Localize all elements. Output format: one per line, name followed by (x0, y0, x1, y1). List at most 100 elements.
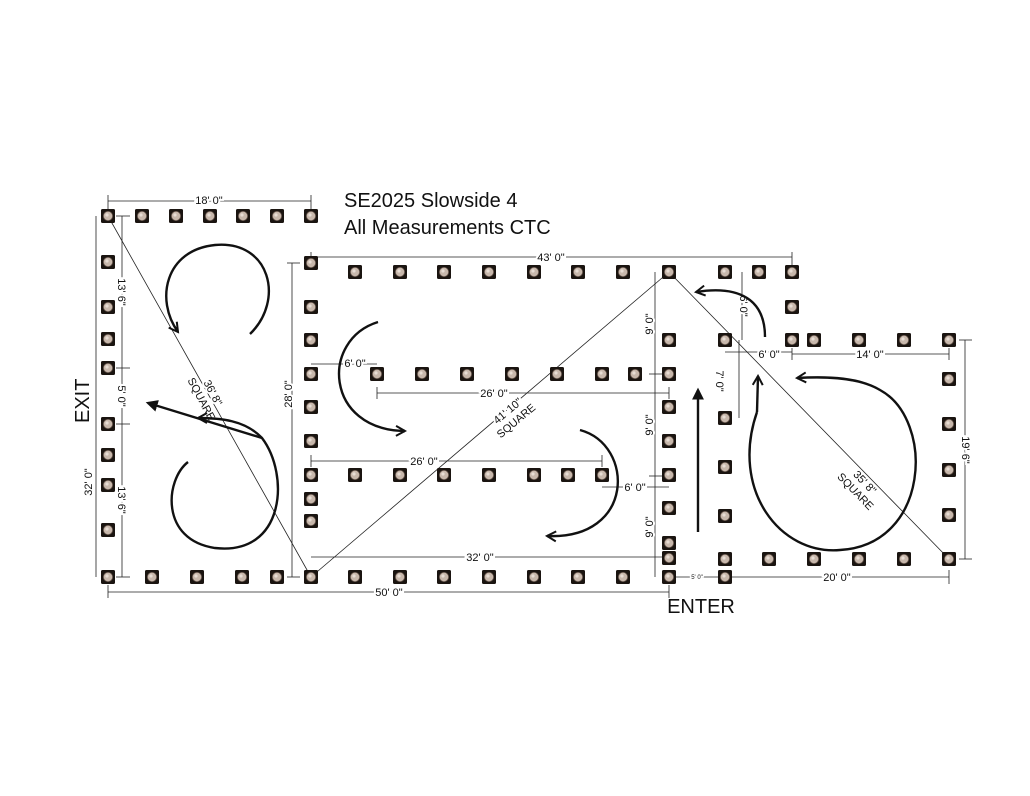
direction-arrow-icon (696, 290, 767, 338)
dim-top-left-width: 18' 0" (195, 195, 223, 207)
cone-marker-icon (482, 265, 496, 279)
cone-marker-icon (718, 570, 732, 584)
cone-marker-icon (437, 265, 451, 279)
cone-marker-icon (807, 333, 821, 347)
cone-marker-icon (807, 552, 821, 566)
cone-marker-icon (101, 209, 115, 223)
dim-offset-right: 6' 0" (624, 482, 645, 494)
direction-arrow-icon (547, 428, 620, 536)
cone-marker-icon (145, 570, 159, 584)
cone-marker-icon (437, 468, 451, 482)
direction-arrow-icon (165, 243, 270, 335)
dim-left-upper: 13' 6" (115, 278, 127, 306)
cone-marker-icon (616, 265, 630, 279)
cone-marker-icon (348, 468, 362, 482)
cone-marker-icon (101, 300, 115, 314)
cone-marker-icon (482, 468, 496, 482)
cone-markers (101, 209, 956, 584)
right-square-label: 35' 8" SQUARE (833, 467, 881, 515)
dim-right-col-1: 9' 0" (644, 313, 656, 334)
cone-marker-icon (762, 552, 776, 566)
cone-marker-icon (942, 552, 956, 566)
dim-right-box-height: 19' 6" (959, 436, 971, 464)
cone-marker-icon (304, 209, 318, 223)
cone-marker-icon (785, 300, 799, 314)
cone-marker-icon (718, 265, 732, 279)
cone-marker-icon (662, 333, 676, 347)
dimension-lines (95, 195, 972, 598)
cone-marker-icon (561, 468, 575, 482)
cone-marker-icon (304, 333, 318, 347)
dim-gap-height: 7' 0" (713, 370, 725, 391)
cone-marker-icon (852, 552, 866, 566)
cone-marker-icon (527, 265, 541, 279)
cone-marker-icon (505, 367, 519, 381)
cone-marker-icon (785, 265, 799, 279)
cone-marker-icon (595, 468, 609, 482)
cone-marker-icon (236, 209, 250, 223)
dim-bottom-total: 50' 0" (375, 587, 403, 599)
diagram-title-line1: SE2025 Slowside 4 (344, 190, 517, 212)
dim-right-col-3: 9' 0" (644, 516, 656, 537)
dim-right-box-width: 14' 0" (856, 349, 884, 361)
cone-marker-icon (304, 300, 318, 314)
cone-marker-icon (304, 570, 318, 584)
cone-marker-icon (571, 570, 585, 584)
cone-marker-icon (628, 367, 642, 381)
cone-marker-icon (662, 551, 676, 565)
dimension-labels: 18' 0" 43' 0" 13' 6" 5' 0" 13' 6" 32' 0"… (81, 193, 973, 601)
cone-marker-icon (348, 570, 362, 584)
dim-notch-height: 6' 0" (737, 295, 749, 316)
cone-marker-icon (101, 570, 115, 584)
cone-marker-icon (662, 570, 676, 584)
cone-marker-icon (785, 333, 799, 347)
cone-marker-icon (190, 570, 204, 584)
cone-marker-icon (662, 434, 676, 448)
cone-marker-icon (437, 570, 451, 584)
cone-marker-icon (304, 514, 318, 528)
cone-marker-icon (135, 209, 149, 223)
direction-arrow-icon (170, 418, 280, 550)
cone-marker-icon (752, 265, 766, 279)
cone-marker-icon (942, 333, 956, 347)
cone-marker-icon (616, 570, 630, 584)
dim-offset-left: 6' 0" (344, 358, 365, 370)
dim-left-total: 32' 0" (83, 468, 95, 496)
cone-marker-icon (270, 570, 284, 584)
cone-marker-icon (482, 570, 496, 584)
enter-label: ENTER (667, 596, 735, 618)
dim-inner-height: 28' 0" (283, 380, 295, 408)
direction-arrow-icon (757, 376, 758, 413)
cone-marker-icon (393, 570, 407, 584)
dim-notch-width: 6' 0" (758, 349, 779, 361)
cone-marker-icon (304, 256, 318, 270)
cone-marker-icon (348, 265, 362, 279)
cone-marker-icon (415, 367, 429, 381)
cone-marker-icon (662, 468, 676, 482)
cone-marker-icon (203, 209, 217, 223)
cone-marker-icon (662, 400, 676, 414)
cone-marker-icon (942, 417, 956, 431)
cone-marker-icon (101, 478, 115, 492)
cone-marker-icon (897, 552, 911, 566)
cone-marker-icon (393, 468, 407, 482)
dim-inner-row-upper: 26' 0" (480, 388, 508, 400)
dim-bottom-inner: 32' 0" (466, 552, 494, 564)
cone-marker-icon (942, 508, 956, 522)
cone-marker-icon (595, 367, 609, 381)
cone-marker-icon (304, 367, 318, 381)
left-square-label: 36' 8" SQUARE (183, 374, 226, 425)
dim-inner-row-lower: 26' 0" (410, 456, 438, 468)
cone-marker-icon (169, 209, 183, 223)
direction-arrow-icon (337, 320, 405, 431)
cone-marker-icon (897, 333, 911, 347)
dim-enter-gap: 5' 0" (691, 575, 703, 581)
dim-left-mid: 5' 0" (115, 385, 127, 406)
cone-marker-icon (235, 570, 249, 584)
cone-marker-icon (101, 255, 115, 269)
cone-marker-icon (718, 509, 732, 523)
cone-marker-icon (270, 209, 284, 223)
cone-marker-icon (460, 367, 474, 381)
cone-marker-icon (527, 468, 541, 482)
